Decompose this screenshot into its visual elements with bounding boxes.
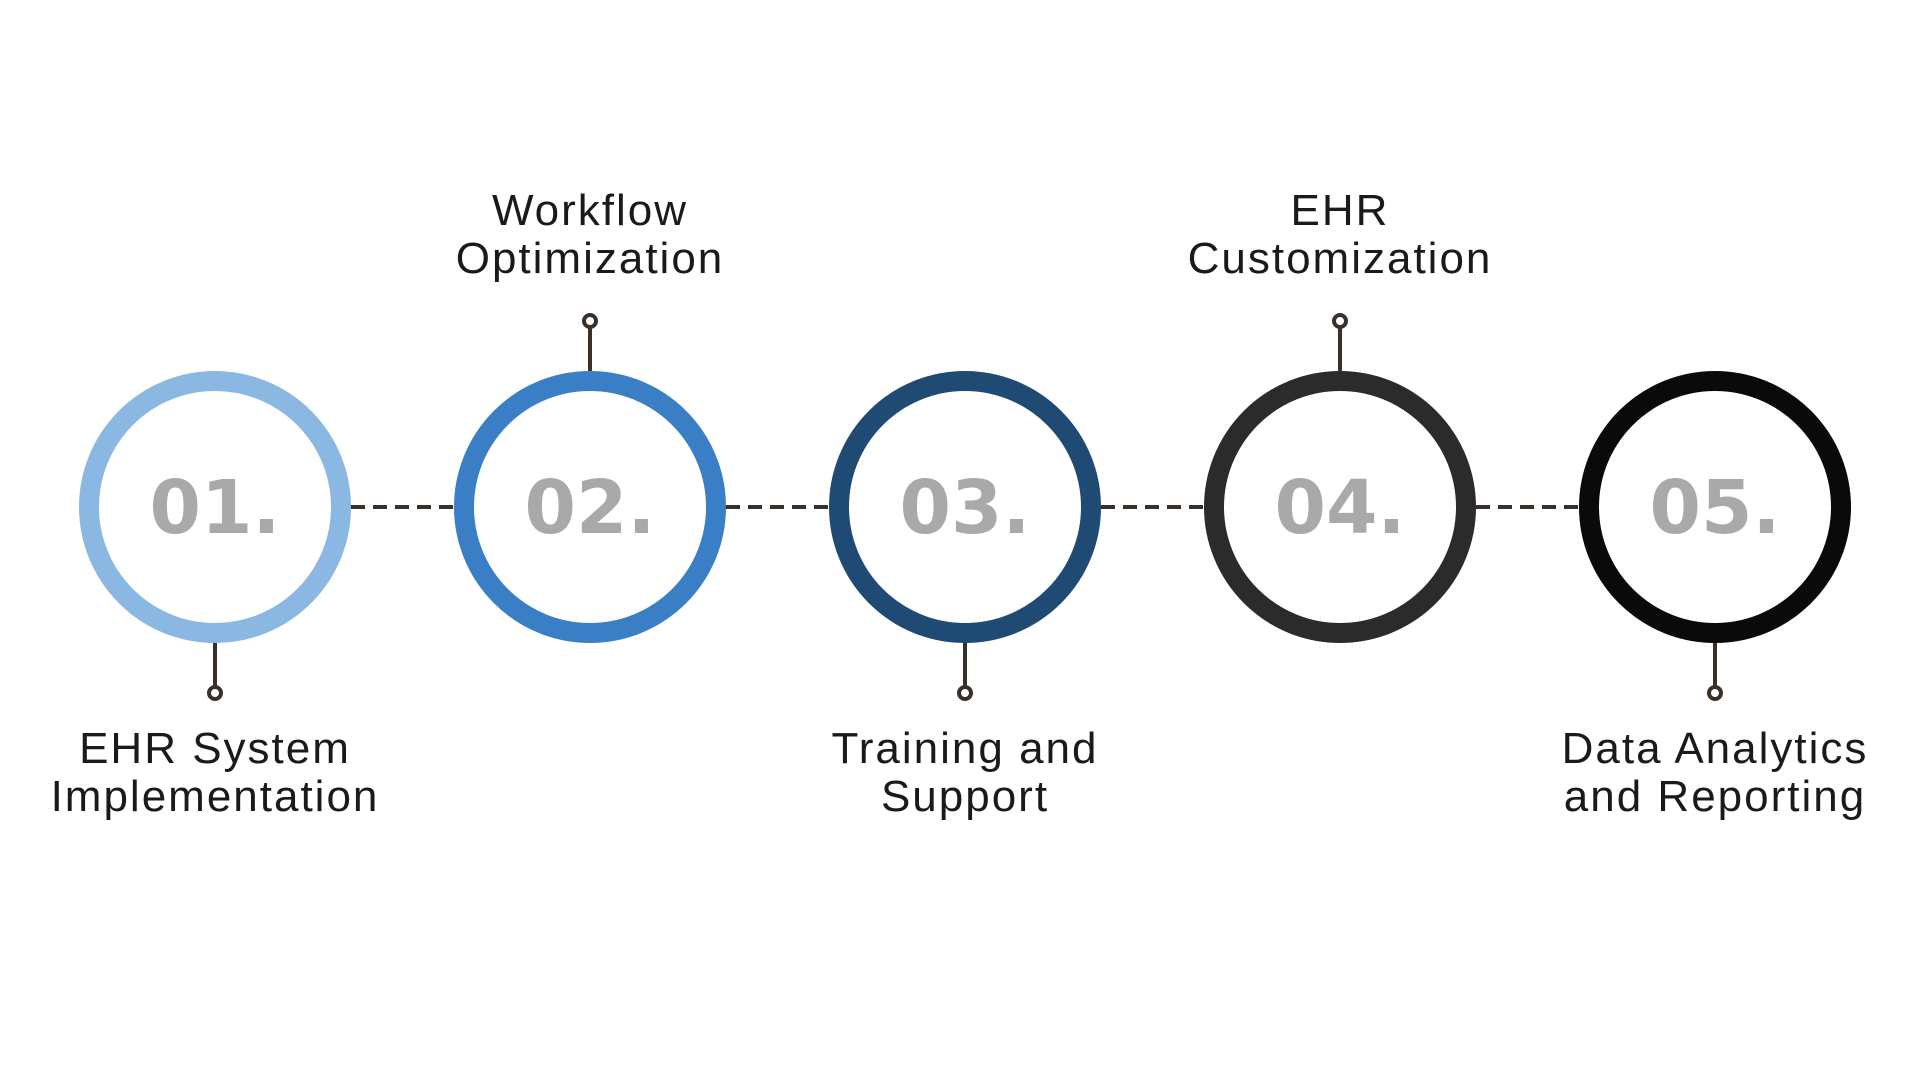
step-label-line: Optimization xyxy=(456,234,725,283)
step-stem-dot xyxy=(1332,313,1348,329)
step-label-line: Support xyxy=(881,772,1049,821)
step-ring xyxy=(1579,371,1851,643)
step-ring xyxy=(1204,371,1476,643)
step-number: 05. xyxy=(1649,465,1780,551)
step-label-line: Implementation xyxy=(51,772,380,821)
step-label-line: Data Analytics xyxy=(1562,724,1869,773)
step-stem-dot xyxy=(957,685,973,701)
step-number: 02. xyxy=(524,465,655,551)
step-label-line: EHR System xyxy=(79,724,351,773)
step-ring xyxy=(829,371,1101,643)
step-label-line: Customization xyxy=(1188,234,1493,283)
step-label-line: EHR xyxy=(1291,186,1390,235)
step-number: 04. xyxy=(1274,465,1405,551)
step-label-line: and Reporting xyxy=(1564,772,1866,821)
step-label-line: Training and xyxy=(832,724,1099,773)
step-stem-dot xyxy=(1707,685,1723,701)
step-number: 03. xyxy=(899,465,1030,551)
step-stem-dot xyxy=(582,313,598,329)
step-ring xyxy=(454,371,726,643)
step-stem-dot xyxy=(207,685,223,701)
step-label-line: Workflow xyxy=(492,186,688,235)
step-number: 01. xyxy=(149,465,280,551)
step-ring xyxy=(79,371,351,643)
